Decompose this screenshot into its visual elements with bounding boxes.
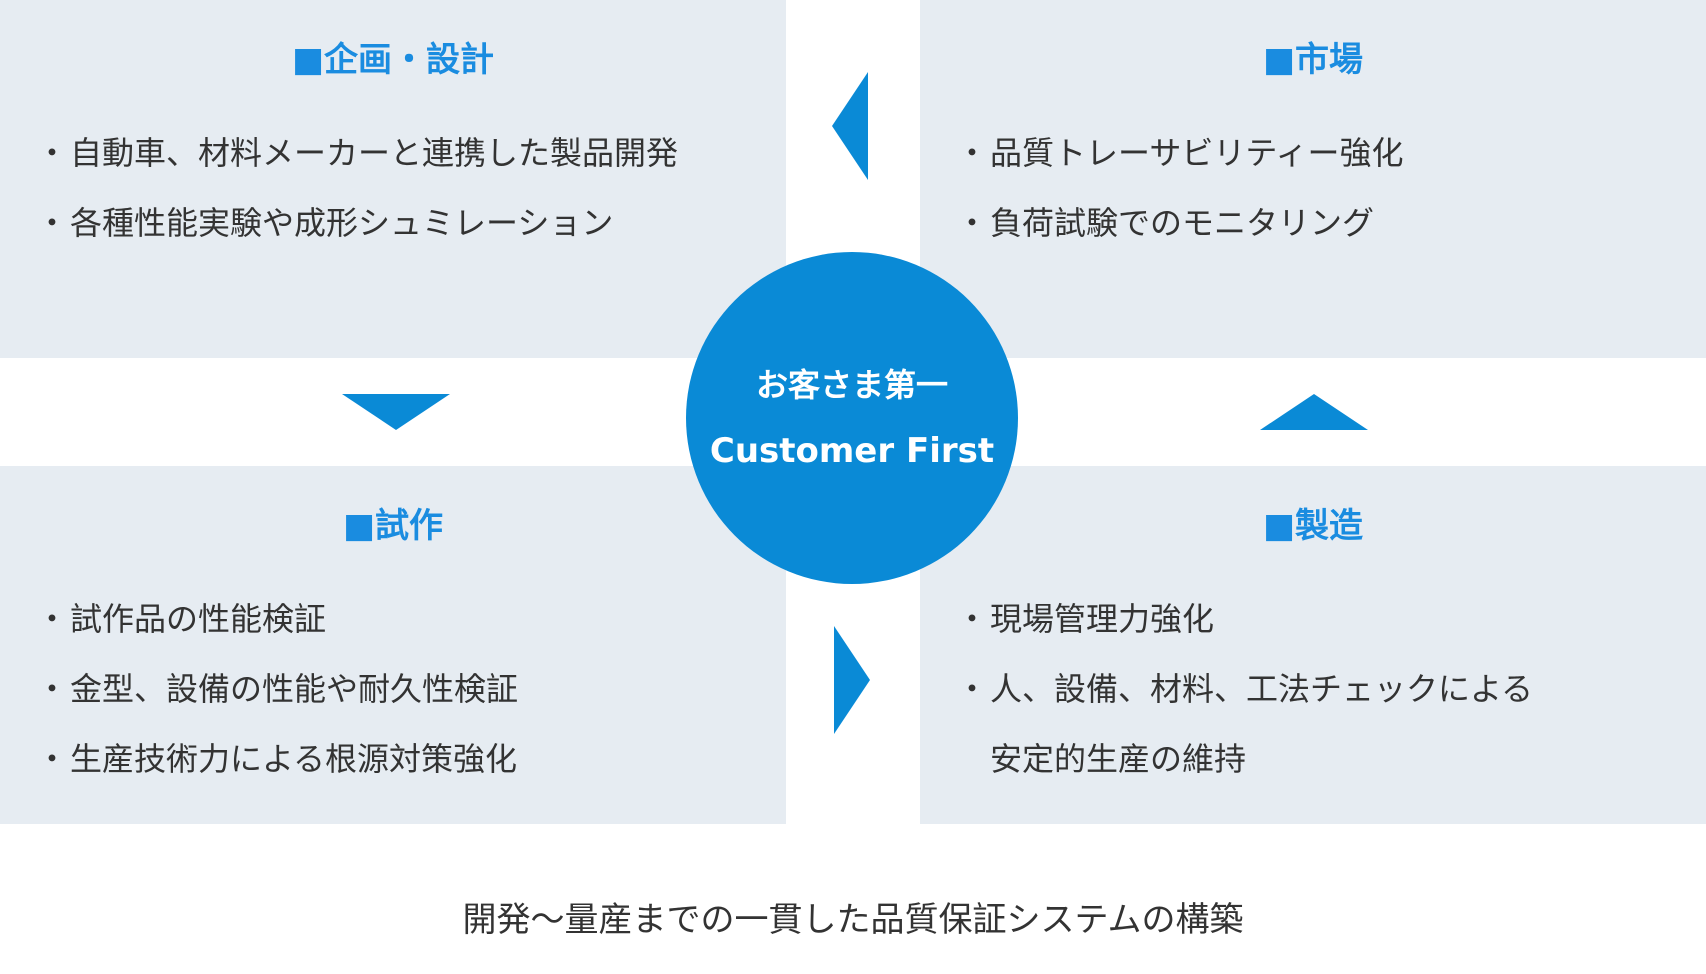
list-item: 人、設備、材料、工法チェックによる [956,654,1533,724]
diagram-caption: 開発～量産までの一貫した品質保証システムの構築 [462,900,1244,940]
market-list: 品質トレーサビリティー強化 負荷試験でのモニタリング [956,118,1403,258]
center-label-jp: お客さま第一 [755,366,948,404]
panel-title-manufacturing: ■製造 [1262,506,1364,546]
list-item: 負荷試験でのモニタリング [956,188,1403,258]
panel-plan-design: ■企画・設計 自動車、材料メーカーと連携した製品開発 各種性能実験や成形シュミレ… [0,0,786,358]
arrow-down-icon [342,394,450,430]
plan-design-list: 自動車、材料メーカーと連携した製品開発 各種性能実験や成形シュミレーション [36,118,678,258]
panel-market: ■市場 品質トレーサビリティー強化 負荷試験でのモニタリング [920,0,1706,358]
center-label-en: Customer First [709,431,995,471]
arrow-left-icon [832,72,868,180]
list-item: 試作品の性能検証 [36,584,518,654]
prototype-list: 試作品の性能検証 金型、設備の性能や耐久性検証 生産技術力による根源対策強化 [36,584,518,794]
panel-title-prototype: ■試作 [342,506,444,546]
list-item: 生産技術力による根源対策強化 [36,724,518,794]
arrow-up-icon [1260,394,1368,430]
list-item: 安定的生産の維持 [990,740,1247,778]
list-item: 自動車、材料メーカーと連携した製品開発 [36,118,678,188]
panel-title-market: ■市場 [1262,40,1364,80]
arrow-right-icon [834,626,870,734]
panel-title-plan-design: ■企画・設計 [291,40,495,80]
list-item: 品質トレーサビリティー強化 [956,118,1403,188]
customer-first-circle: お客さま第一 Customer First [686,252,1018,584]
list-item: 金型、設備の性能や耐久性検証 [36,654,518,724]
list-item: 現場管理力強化 [956,584,1533,654]
manufacturing-list: 現場管理力強化 人、設備、材料、工法チェックによる 安定的生産の維持 [956,584,1533,794]
panel-prototype: ■試作 試作品の性能検証 金型、設備の性能や耐久性検証 生産技術力による根源対策… [0,466,786,824]
list-item: 各種性能実験や成形シュミレーション [36,188,678,258]
panel-manufacturing: ■製造 現場管理力強化 人、設備、材料、工法チェックによる 安定的生産の維持 [920,466,1706,824]
